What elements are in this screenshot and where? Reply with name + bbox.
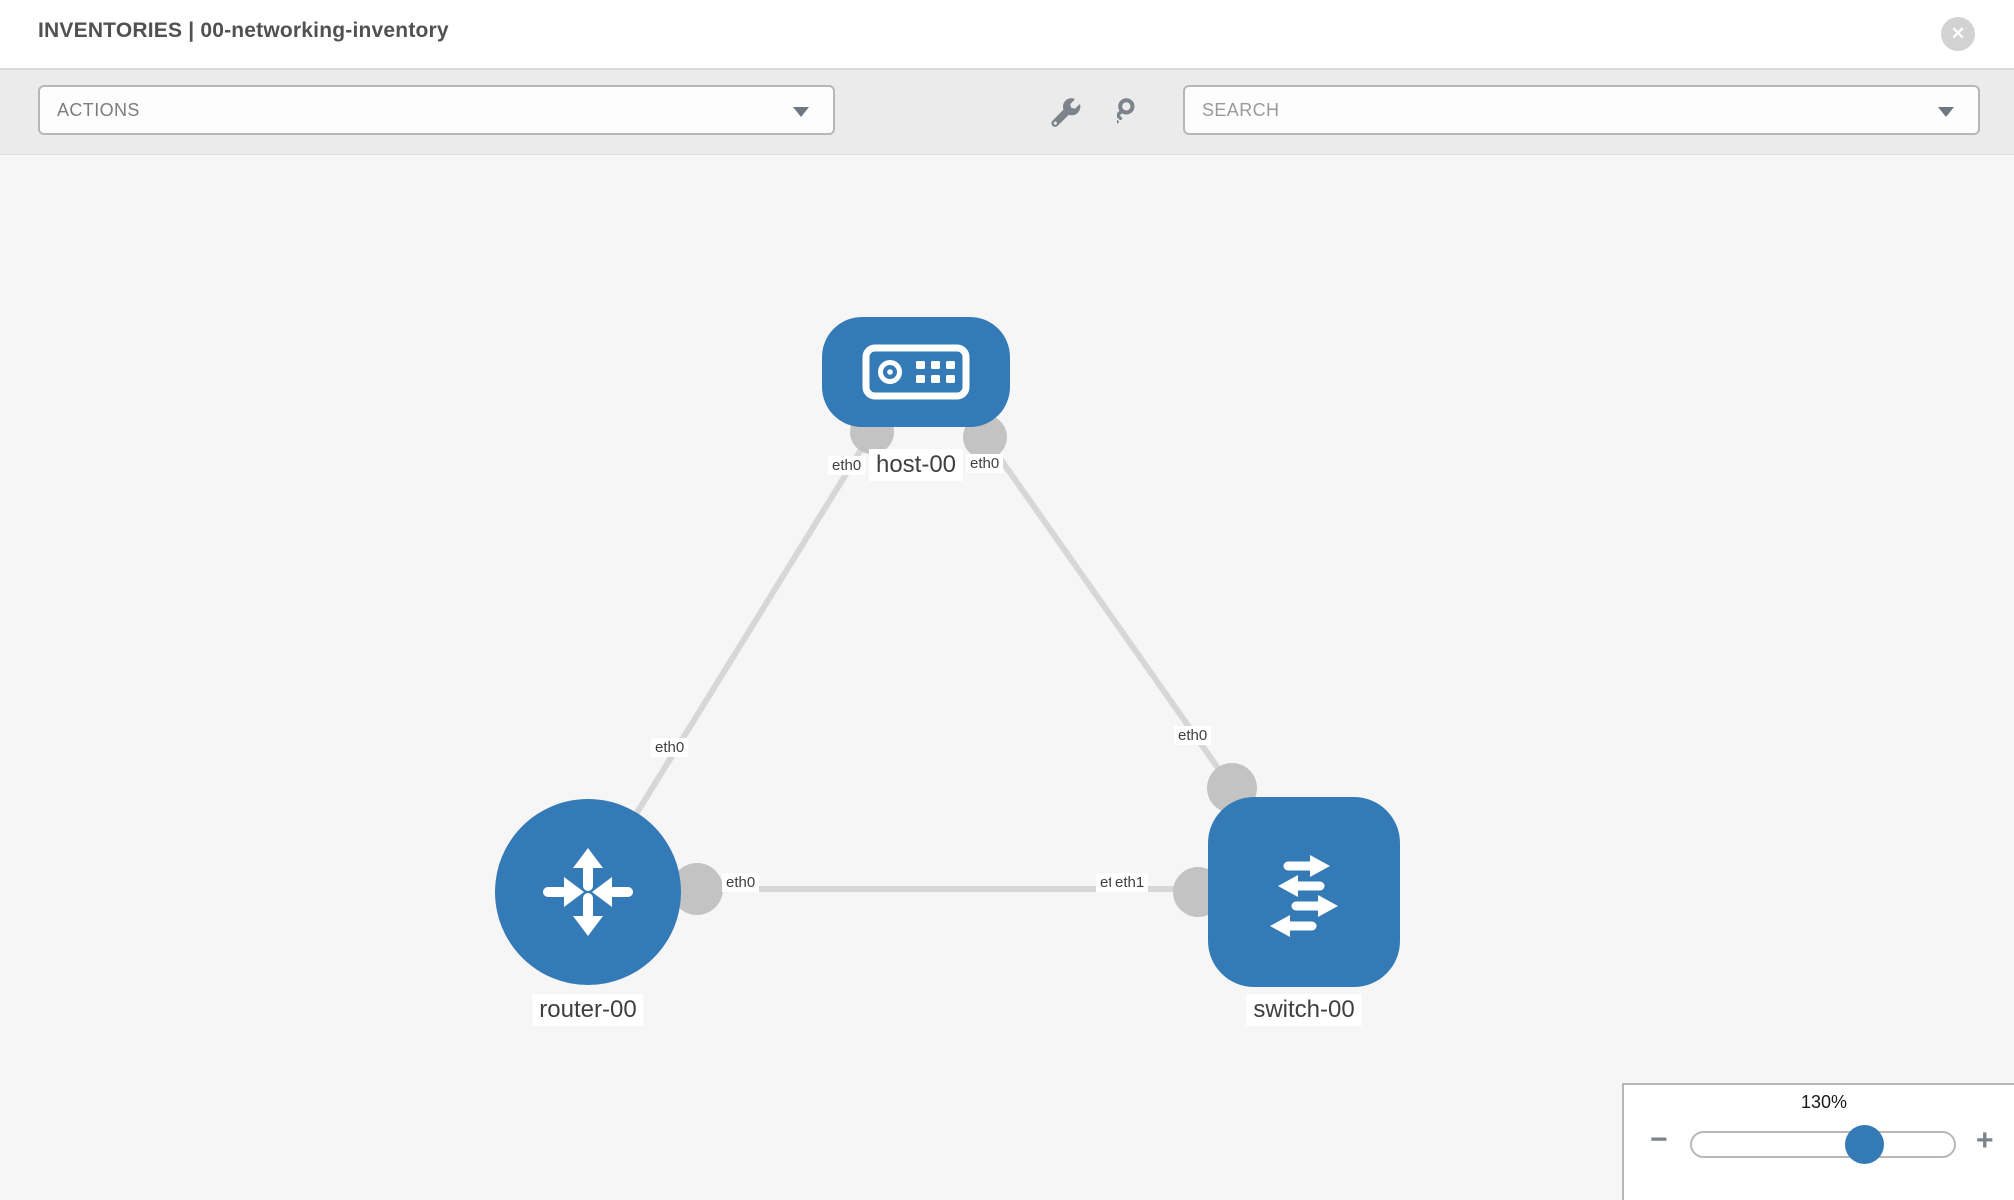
zoom-panel: 130% − + [1622, 1083, 2014, 1200]
interface-label: eth0 [1174, 726, 1212, 746]
node-label-switch: switch-00 [1246, 994, 1362, 1026]
close-button[interactable]: ✕ [1941, 17, 1975, 51]
node-label-host: host-00 [868, 449, 964, 481]
search-placeholder: SEARCH [1202, 99, 1280, 120]
chevron-down-icon [793, 107, 809, 117]
search-dropdown[interactable]: SEARCH [1183, 85, 1980, 135]
topology-canvas[interactable]: eth0 eth0 eth0 eth0 eth0 eth0 eth1 host-… [0, 155, 2014, 1200]
wrench-icon [1051, 98, 1081, 127]
close-icon: ✕ [1950, 24, 1966, 43]
node-router-00[interactable] [495, 799, 681, 985]
actions-dropdown[interactable]: ACTIONS [38, 85, 835, 135]
zoom-slider-thumb[interactable] [1845, 1125, 1884, 1164]
topology-svg [495, 317, 1400, 987]
interface-label: eth0 [966, 454, 1004, 474]
toolbar: ACTIONS SEARCH [0, 70, 2014, 155]
zoom-out-button[interactable]: − [1650, 1123, 1668, 1156]
zoom-in-button[interactable]: + [1976, 1124, 1994, 1157]
zoom-level: 130% [1800, 1092, 1848, 1112]
wrench-button[interactable] [1050, 97, 1082, 129]
key-button[interactable] [1111, 97, 1149, 129]
interface-label: eth0 [651, 738, 689, 758]
node-label-router: router-00 [532, 994, 644, 1026]
chevron-down-icon [1938, 107, 1954, 117]
node-host-00[interactable] [822, 317, 1010, 427]
interface-label: eth0 [828, 456, 866, 476]
interface-label: eth1 [1111, 873, 1149, 893]
switch-icon [1270, 855, 1338, 937]
zoom-slider-track[interactable] [1690, 1131, 1956, 1158]
node-switch-00[interactable] [1208, 797, 1400, 987]
actions-dropdown-label: ACTIONS [57, 99, 140, 120]
endpoint-router-right[interactable] [671, 863, 723, 915]
interface-label: eth0 [722, 873, 760, 893]
router-icon [543, 848, 633, 936]
host-icon [862, 344, 970, 400]
header-bar: INVENTORIES | 00-networking-inventory ✕ [0, 0, 2014, 70]
page-title: INVENTORIES | 00-networking-inventory [38, 19, 449, 42]
key-icon [1111, 98, 1135, 124]
